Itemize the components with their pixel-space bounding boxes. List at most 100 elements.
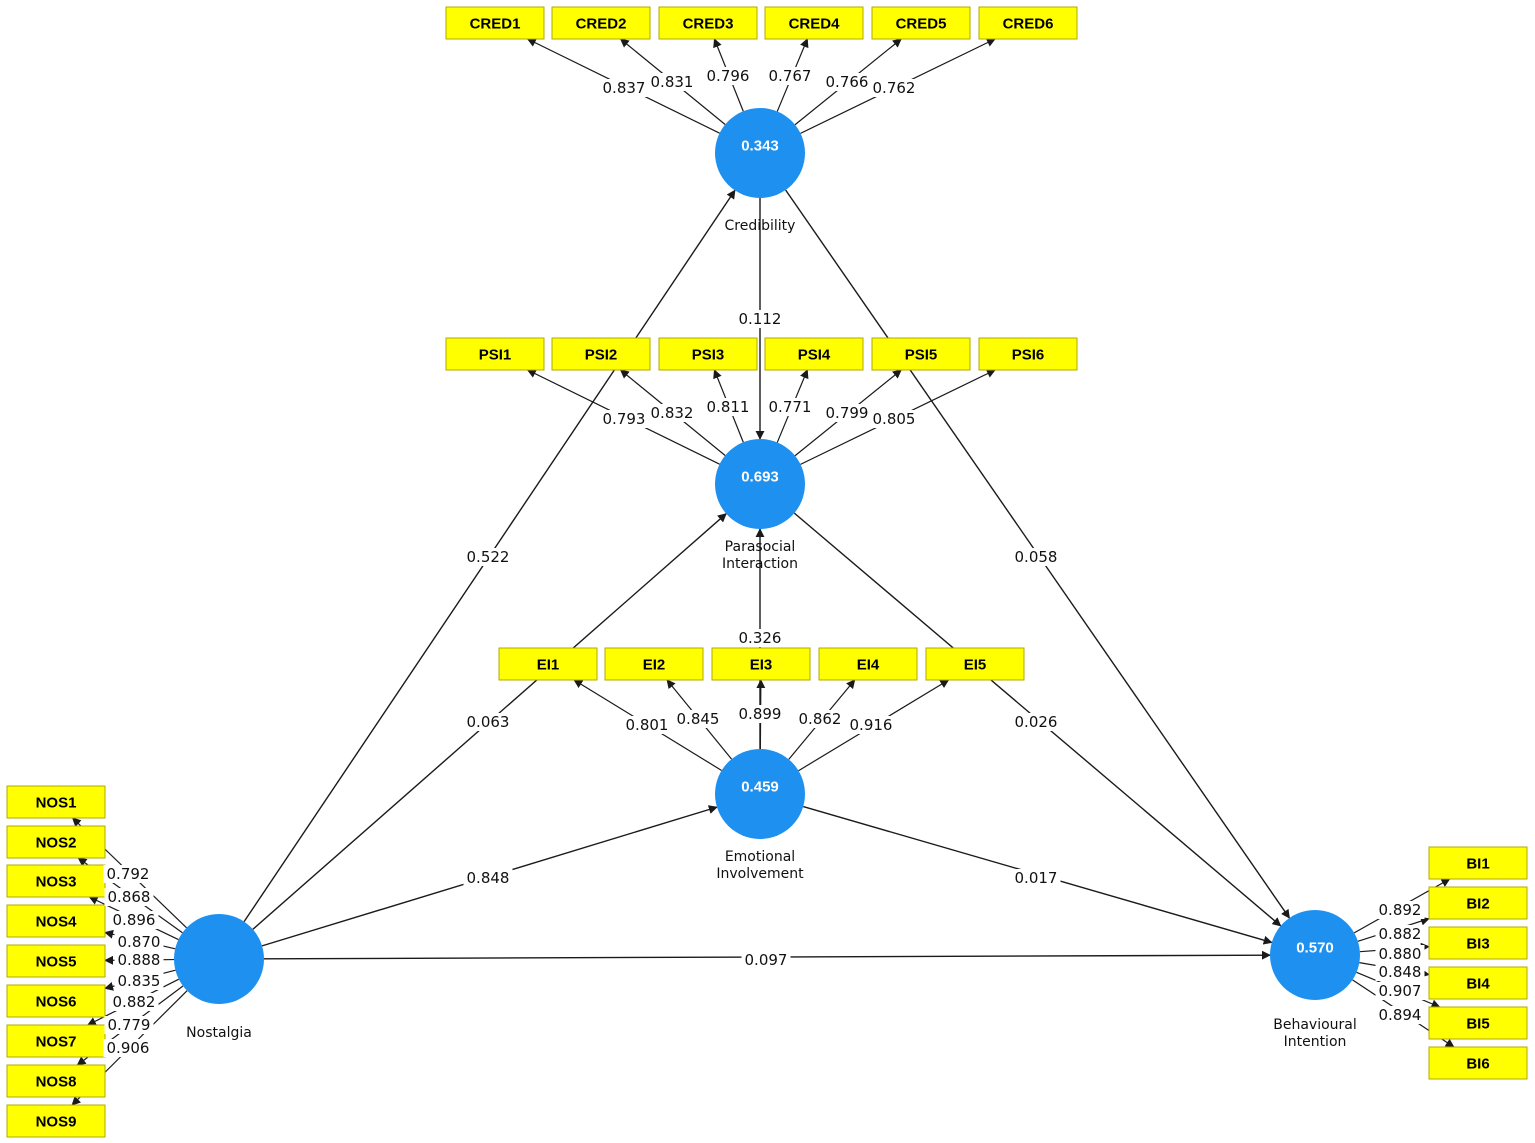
path-coef-nos-psi-bg: [463, 713, 513, 731]
indicator-box-BI2[interactable]: [1428, 886, 1528, 920]
loading-value-NOS9: 0.906: [107, 1039, 150, 1057]
latent-node-bi[interactable]: [1270, 910, 1360, 1000]
indicator-box-EI5[interactable]: [925, 647, 1025, 681]
indicator-box-CRED3[interactable]: [658, 6, 758, 40]
indicator-label-NOS8: NOS8: [36, 1074, 77, 1091]
path-coefficient-nos-bi: 0.097: [745, 951, 788, 969]
indicator-box-NOS6[interactable]: [6, 984, 106, 1018]
indicator-box-CRED6[interactable]: [978, 6, 1078, 40]
indicator-label-BI1: BI1: [1466, 856, 1489, 873]
indicator-label-BI5: BI5: [1466, 1016, 1489, 1033]
loading-value-BI5: 0.907: [1379, 982, 1422, 1000]
latent-node-ei[interactable]: [715, 749, 805, 839]
loading-CRED6-bg: [869, 79, 919, 97]
indicator-box-PSI2[interactable]: [551, 337, 651, 371]
loading-NOS8-bg: [104, 1016, 154, 1034]
indicator-label-PSI1: PSI1: [479, 347, 512, 364]
indicator-label-PSI4: PSI4: [798, 347, 831, 364]
indicator-box-CRED5[interactable]: [871, 6, 971, 40]
latent-node-psi[interactable]: [715, 439, 805, 529]
indicator-box-NOS2[interactable]: [6, 825, 106, 859]
path-coef-cred-psi-bg: [735, 310, 785, 328]
indicator-box-PSI4[interactable]: [764, 337, 864, 371]
indicator-label-NOS5: NOS5: [36, 954, 77, 971]
r-squared-cred: 0.343: [741, 138, 779, 155]
path-coef-ei-bi-bg: [1011, 869, 1061, 887]
loading-NOS9-bg: [103, 1039, 153, 1057]
latent-name-nos-0: Nostalgia: [186, 1025, 252, 1041]
loading-CRED1-bg: [599, 79, 649, 97]
loading-value-CRED6: 0.762: [873, 79, 916, 97]
indicator-box-BI6[interactable]: [1428, 1046, 1528, 1080]
indicator-box-CRED4[interactable]: [764, 6, 864, 40]
loading-value-NOS6: 0.835: [118, 972, 161, 990]
indicator-label-PSI5: PSI5: [905, 347, 938, 364]
loading-NOS5-bg: [114, 951, 164, 969]
edges-layer: [71, 38, 1455, 1106]
path-coef-psi-bi-bg: [1011, 713, 1061, 731]
path-coef-cred-bi-bg: [1011, 548, 1061, 566]
r-squared-psi: 0.693: [741, 469, 779, 486]
indicator-box-EI4[interactable]: [818, 647, 918, 681]
loading-NOS3-bg: [109, 911, 159, 929]
indicator-box-BI3[interactable]: [1428, 926, 1528, 960]
indicator-box-NOS4[interactable]: [6, 904, 106, 938]
indicator-label-NOS6: NOS6: [36, 994, 77, 1011]
indicator-box-PSI5[interactable]: [871, 337, 971, 371]
loading-value-EI1: 0.801: [626, 716, 669, 734]
indicator-label-NOS7: NOS7: [36, 1034, 77, 1051]
indicator-box-PSI3[interactable]: [658, 337, 758, 371]
path-coef-ei-psi-bg: [735, 629, 785, 647]
indicator-box-BI5[interactable]: [1428, 1006, 1528, 1040]
loading-value-EI5: 0.916: [850, 716, 893, 734]
indicator-box-CRED1[interactable]: [445, 6, 545, 40]
latent-name-bi-1: Intention: [1284, 1034, 1347, 1050]
indicator-label-CRED3: CRED3: [683, 16, 734, 33]
indicator-box-BI4[interactable]: [1428, 966, 1528, 1000]
loading-EI2-bg: [673, 710, 723, 728]
indicator-box-PSI6[interactable]: [978, 337, 1078, 371]
indicator-box-EI3[interactable]: [711, 647, 811, 681]
path-coefficient-ei-bi: 0.017: [1015, 869, 1058, 887]
indicator-label-CRED1: CRED1: [470, 16, 521, 33]
indicator-box-NOS9[interactable]: [6, 1104, 106, 1138]
latent-node-cred[interactable]: [715, 108, 805, 198]
indicator-label-NOS2: NOS2: [36, 835, 77, 852]
indicator-label-PSI2: PSI2: [585, 347, 618, 364]
indicator-box-NOS7[interactable]: [6, 1024, 106, 1058]
indicator-label-EI1: EI1: [537, 657, 560, 674]
path-coefficient-nos-psi: 0.063: [467, 713, 510, 731]
indicator-box-NOS1[interactable]: [6, 785, 106, 819]
loading-value-CRED1: 0.837: [603, 79, 646, 97]
loading-EI1-bg: [622, 716, 672, 734]
indicator-box-BI1[interactable]: [1428, 846, 1528, 880]
indicator-label-NOS1: NOS1: [36, 795, 77, 812]
path-coef-nos-cred-bg: [463, 548, 513, 566]
indicator-box-PSI1[interactable]: [445, 337, 545, 371]
indicator-box-EI1[interactable]: [498, 647, 598, 681]
loading-EI5-bg: [846, 716, 896, 734]
loading-value-NOS5: 0.888: [118, 951, 161, 969]
latent-name-cred-0: Credibility: [725, 218, 796, 234]
loading-value-NOS1: 0.792: [107, 865, 150, 883]
loading-CRED3-bg: [703, 67, 753, 85]
indicator-box-CRED2[interactable]: [551, 6, 651, 40]
indicator-label-CRED5: CRED5: [896, 16, 947, 33]
indicator-box-NOS8[interactable]: [6, 1064, 106, 1098]
latent-node-nos[interactable]: [174, 914, 264, 1004]
indicator-box-NOS5[interactable]: [6, 944, 106, 978]
indicator-label-BI6: BI6: [1466, 1056, 1489, 1073]
latent-name-psi-0: Parasocial: [725, 539, 796, 555]
loading-value-PSI3: 0.811: [707, 398, 750, 416]
indicator-label-NOS3: NOS3: [36, 874, 77, 891]
loading-value-NOS2: 0.868: [108, 888, 151, 906]
loading-BI4-bg: [1375, 963, 1425, 981]
loading-value-NOS7: 0.882: [113, 993, 156, 1011]
indicator-box-EI2[interactable]: [604, 647, 704, 681]
latent-name-ei-0: Emotional: [725, 849, 795, 865]
loading-value-PSI1: 0.793: [603, 410, 646, 428]
latent-name-psi-1: Interaction: [722, 556, 798, 572]
